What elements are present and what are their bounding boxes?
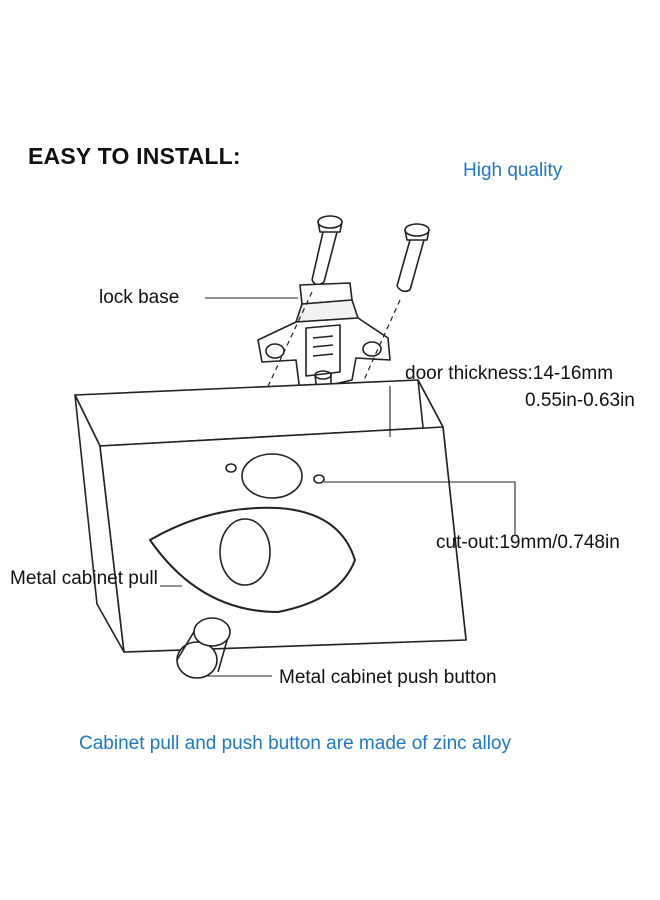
- lock-base-label: lock base: [99, 287, 180, 308]
- cabinet-pull: [149, 506, 356, 613]
- push-button-label: Metal cabinet push button: [279, 667, 497, 688]
- screw-right: [396, 223, 430, 293]
- push-button-part: [176, 617, 231, 679]
- cut-out-label: cut-out:19mm/0.748in: [436, 532, 620, 553]
- page-title: EASY TO INSTALL:: [28, 143, 241, 169]
- material-note: Cabinet pull and push button are made of…: [79, 733, 511, 754]
- door-thickness-inches-label: 0.55in-0.63in: [525, 390, 635, 411]
- door-thickness-label: door thickness:14-16mm: [405, 363, 614, 384]
- door-holes: [225, 453, 325, 499]
- lock-base-part: [257, 282, 391, 393]
- cabinet-pull-label: Metal cabinet pull: [10, 568, 158, 589]
- screw-left: [311, 215, 343, 286]
- quality-badge: High quality: [463, 160, 563, 181]
